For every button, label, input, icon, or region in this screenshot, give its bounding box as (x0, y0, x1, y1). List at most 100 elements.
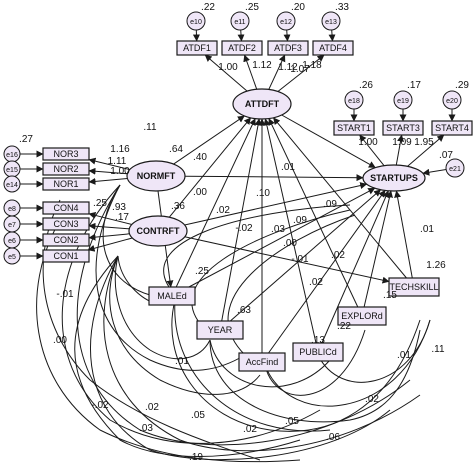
node-attdft: ATTDFT (232, 88, 292, 120)
path-attdft-to-atdf4 (277, 54, 325, 92)
estimate-label: .25 (195, 266, 209, 277)
node-label: ATDF1 (183, 43, 211, 53)
estimate-label: .02 (243, 424, 257, 435)
observed-variable-box (221, 40, 263, 56)
observed-variable-box (42, 201, 90, 215)
estimate-label: .27 (19, 134, 33, 145)
observed-variable-box (431, 120, 473, 136)
node-con4: CON4 (42, 201, 90, 215)
estimate-label: 1.00 (110, 166, 130, 177)
node-e19: e19 (393, 90, 413, 110)
path-contrft-to-con4 (88, 211, 133, 225)
node-atdf1: ATDF1 (176, 40, 218, 56)
node-label: e16 (6, 152, 18, 159)
node-techskill: TECHSKILL (388, 277, 440, 297)
estimate-label: .01 (175, 356, 189, 367)
path-contrft-to-attdft (168, 117, 252, 218)
observed-variable-box (333, 120, 375, 136)
observed-variable-box (382, 120, 424, 136)
observed-variable-box (42, 217, 90, 231)
node-e10: e10 (186, 11, 206, 31)
observed-variable-box (267, 40, 309, 56)
node-label: e18 (348, 98, 360, 105)
estimate-label: .25 (93, 198, 107, 209)
node-label: START4 (435, 123, 469, 133)
node-atdf2: ATDF2 (221, 40, 263, 56)
estimate-label: .17 (115, 212, 129, 223)
path-startups-to-start4 (407, 134, 445, 167)
observed-variable-box (42, 162, 90, 176)
estimate-label: -.01 (291, 254, 309, 265)
estimate-label: .03 (271, 224, 285, 235)
path-attdft-to-startups (281, 114, 376, 169)
error-term-circle (445, 158, 465, 178)
node-label: YEAR (208, 325, 233, 335)
node-label: NOR3 (53, 149, 78, 159)
path-contrft-to-con3 (88, 222, 130, 230)
estimate-label: .19 (189, 452, 203, 463)
node-nor2: NOR2 (42, 162, 90, 176)
path-explord-to-attdft (268, 118, 359, 308)
node-year: YEAR (196, 320, 244, 340)
estimate-label: .15 (383, 290, 397, 301)
estimate-label: .00 (193, 187, 207, 198)
node-e12: e12 (276, 11, 296, 31)
node-atdf4: ATDF4 (312, 40, 354, 56)
estimate-label: .64 (169, 144, 183, 155)
path-normft-to-attdft (173, 115, 245, 165)
node-nor3: NOR3 (42, 147, 90, 161)
node-normft: NORMFT (126, 160, 186, 192)
node-atdf3: ATDF3 (267, 40, 309, 56)
estimate-label: .22 (201, 2, 215, 13)
node-e8: e8 (3, 199, 21, 217)
node-label: ATDF2 (228, 43, 256, 53)
path-year-to-startups (229, 189, 381, 322)
estimate-label: .02 (309, 277, 323, 288)
estimate-label: -.02 (91, 400, 109, 411)
estimate-label: .00 (283, 238, 297, 249)
estimate-label: .01 (420, 224, 434, 235)
path-normft-to-nor1 (88, 177, 128, 185)
estimate-label: 1.12 (252, 60, 272, 71)
estimate-label: .02 (145, 402, 159, 413)
path-accfind-to-startups (268, 189, 386, 354)
observed-variable-box (292, 342, 344, 362)
node-start1: START1 (333, 120, 375, 136)
node-label: NOR2 (53, 164, 78, 174)
path-normft-to-nor2 (88, 167, 128, 175)
path-attdft-to-atdf1 (204, 54, 248, 92)
path-contrft-to-con2 (88, 233, 130, 241)
observed-variable-box (176, 40, 218, 56)
path-year-to-attdft (221, 118, 262, 322)
node-label: e14 (6, 182, 18, 189)
observed-variable-box (238, 352, 286, 372)
node-label: CON1 (53, 251, 78, 261)
node-label: TECHSKILL (389, 282, 438, 292)
observed-variable-box (42, 233, 90, 247)
estimate-label: 1.11 (108, 156, 127, 167)
node-startups: STARTUPS (362, 164, 426, 192)
node-label: START1 (337, 123, 371, 133)
observed-variable-box (337, 306, 387, 326)
estimate-label: .40 (193, 152, 207, 163)
path-contrft-to-techskill (184, 236, 390, 284)
node-start4: START4 (431, 120, 473, 136)
estimate-label: .06 (326, 432, 340, 443)
node-e7: e7 (3, 215, 21, 233)
error-term-circle (186, 11, 206, 31)
path-startups-to-start3 (395, 134, 404, 166)
estimate-label: .36 (171, 201, 185, 212)
node-e13: e13 (321, 11, 341, 31)
estimate-label: .07 (439, 150, 453, 161)
path-startups-to-start1 (359, 134, 385, 167)
node-start3: START3 (382, 120, 424, 136)
path-techskill-to-startups (394, 190, 413, 279)
path-publicd-to-attdft (263, 118, 317, 344)
node-explord: EXPLORd (337, 306, 387, 326)
estimate-label: 1.09 (392, 137, 412, 148)
observed-variable-box (196, 320, 244, 340)
node-label: ATDF3 (274, 43, 302, 53)
node-label: e20 (446, 98, 458, 105)
